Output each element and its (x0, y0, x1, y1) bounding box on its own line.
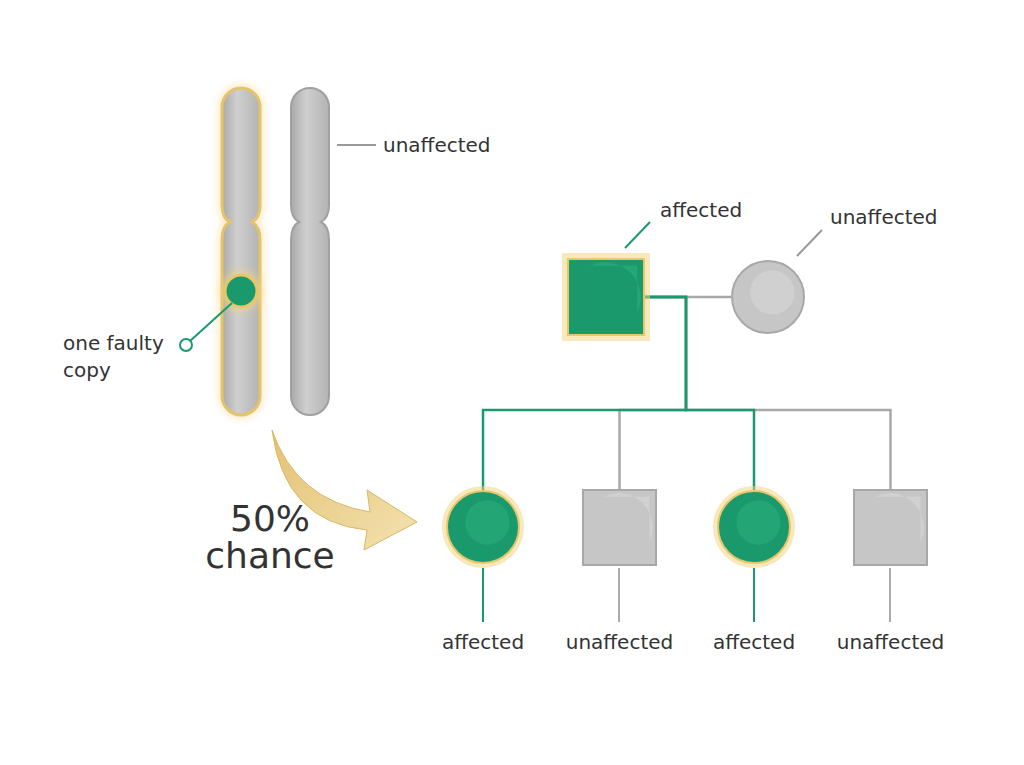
female-circle: affected (446, 490, 520, 564)
status-label: unaffected (522, 630, 717, 654)
chromosome (291, 88, 329, 415)
node-outline (567, 258, 645, 336)
node-outline (717, 490, 791, 564)
gene-glow (221, 271, 261, 311)
node-outline (853, 489, 928, 566)
pedigree-line (645, 297, 754, 490)
leader-line (889, 568, 891, 622)
status-label: affected (386, 630, 580, 654)
node-outline (582, 489, 657, 566)
node-outline (731, 260, 805, 334)
chromosome (222, 88, 260, 415)
status-label: unaffected (830, 205, 938, 229)
male-square: affected (567, 258, 645, 336)
probability-label: 50% chance (200, 500, 340, 574)
leader-line (797, 230, 822, 256)
chromosome-glow (222, 88, 260, 415)
annotation-label: unaffected (383, 132, 583, 158)
leader-line (753, 568, 755, 622)
leader-line (618, 568, 620, 622)
leader-dot (180, 339, 192, 351)
annotation-label: one faulty copy (63, 330, 183, 384)
male-square: unaffected (582, 489, 657, 566)
faulty-gene (225, 275, 257, 307)
leader-line (625, 222, 650, 248)
status-label: unaffected (793, 630, 988, 654)
male-square: unaffected (853, 489, 928, 566)
leader-line (337, 144, 376, 146)
female-circle: unaffected (731, 260, 805, 334)
leader-line (190, 303, 232, 341)
status-label: affected (660, 198, 742, 222)
node-outline (446, 490, 520, 564)
female-circle: affected (717, 490, 791, 564)
status-label: affected (657, 630, 851, 654)
leader-line (482, 568, 484, 622)
